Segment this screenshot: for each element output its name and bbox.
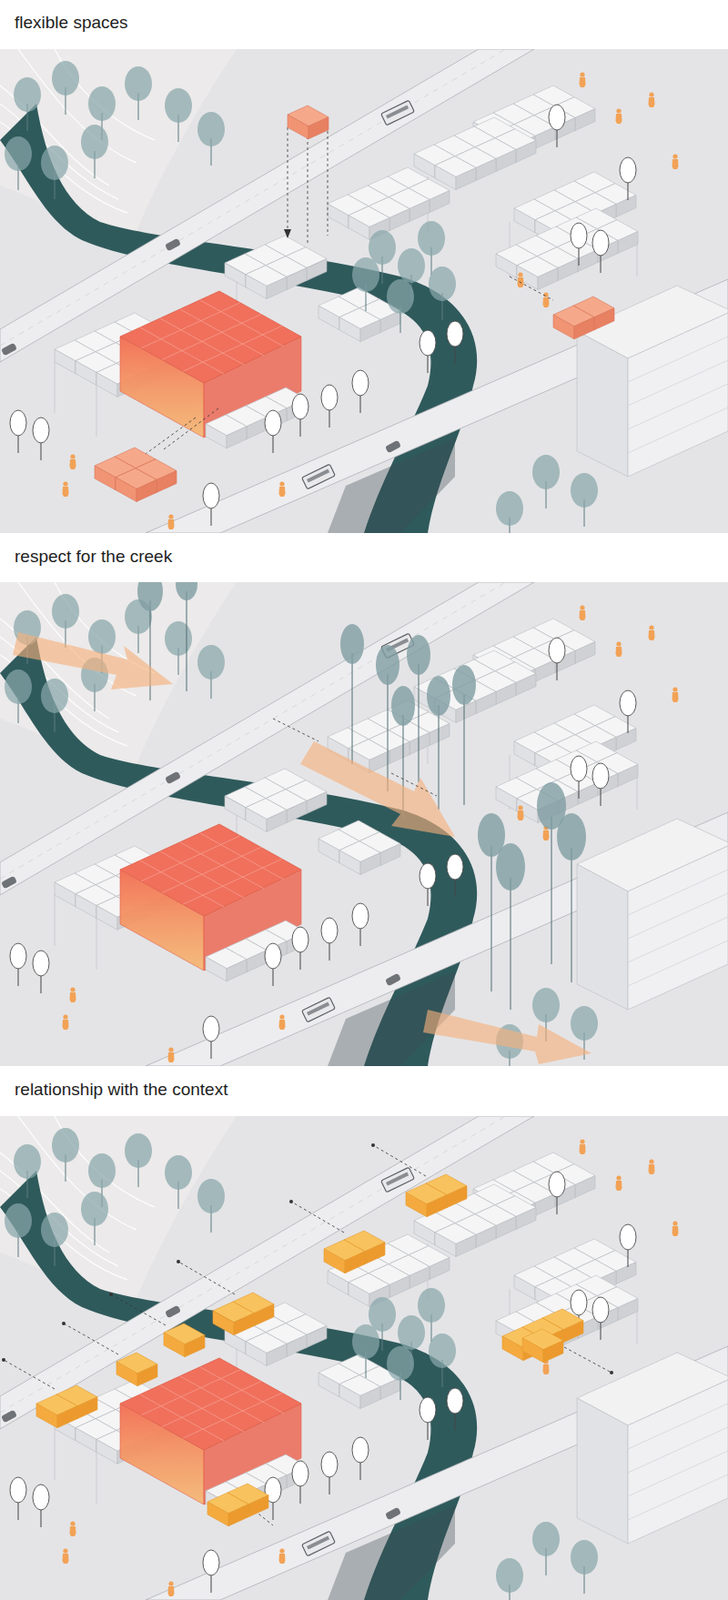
context-overlay [61,1322,66,1326]
context-overlay [163,1324,205,1358]
section-lines [391,773,437,797]
context-overlay [116,1353,158,1387]
context-overlay [371,1143,375,1148]
flexible-overlay [145,417,196,455]
creek-flow-arrows [423,1010,592,1065]
context-overlay [109,1293,113,1297]
tall-tree-crowns [406,635,431,676]
context-overlay [63,1324,119,1355]
flexible-overlay [283,229,292,239]
tall-trees [491,846,493,992]
flexible-spaces-illustration [352,221,456,334]
heading-holder: flexible spaces [14,12,129,34]
flexible-overlay [163,408,219,450]
context-overlay [3,1145,612,1527]
tall-trees [150,591,572,1011]
tall-trees [510,878,512,1011]
tall-tree-crowns [391,686,415,727]
context-illustration [10,1139,679,1598]
tall-tree-crowns [340,624,364,665]
tall-trees [464,694,466,806]
creek-illustration [0,582,728,1067]
tall-trees [551,817,553,965]
context-overlay [609,1371,614,1376]
heading-holder: respect for the creek [14,546,172,568]
flexible-overlay [509,276,554,301]
context-overlay [176,1260,181,1264]
flexible-overlay [94,105,615,503]
context-overlay [207,1493,249,1527]
context-overlay [323,1240,365,1274]
panel-heading: flexible spaces [14,12,129,34]
context-overlay [1,1143,614,1527]
flexible-overlay [115,468,157,503]
context-overlay [3,1360,55,1390]
context-overlay [178,1262,235,1295]
flexible-spaces-illustration [0,49,728,534]
section-lines [273,718,319,742]
flexible-spaces-illustration [0,49,728,534]
tall-tree-crowns [452,665,476,706]
tall-tree-crowns [556,813,587,861]
section-lines [273,718,437,797]
tall-tree-crowns [137,582,587,891]
context-illustration [0,1116,728,1600]
heading-holder: relationship with the context [14,1080,228,1102]
context-overlay [564,1347,612,1374]
context-illustration [0,1116,728,1600]
flexible-overlay [287,105,329,140]
flexible-overlay [287,127,289,236]
creek-flow-arrows [300,741,455,838]
context-overlay [212,1302,254,1336]
context-overlay [373,1145,426,1177]
context-overlay [36,1395,78,1429]
creek-illustration [10,605,679,1063]
tall-trees [438,705,440,810]
context-overlay [1,1358,6,1363]
creek-illustration [0,582,728,1067]
context-overlay [289,1200,294,1204]
tall-tree-crowns [375,645,400,686]
tall-trees [387,674,389,792]
tall-tree-crowns [175,582,198,601]
tall-tree-crowns [426,676,451,717]
flexible-spaces-illustration [10,71,679,530]
context-overlay [291,1202,344,1234]
creek-flow-arrows [12,632,173,690]
flexible-overlay [327,120,329,236]
flexible-overlay [145,120,554,455]
flexible-overlay [307,125,309,245]
context-overlay [522,1329,564,1364]
context-overlay [405,1183,447,1218]
creek-flow-arrows [12,632,592,1065]
tall-trees [418,664,420,783]
tall-trees [186,591,188,692]
flexible-overlay [553,305,595,340]
tall-tree-crowns [137,582,163,612]
panel-heading: respect for the creek [14,546,172,568]
context-overlay [111,1294,166,1326]
context-illustration [352,1288,456,1401]
context-overlay [1,1143,614,1376]
panel-heading: relationship with the context [14,1080,228,1102]
tall-trees [571,848,573,983]
flexible-overlay [94,447,177,503]
tall-tree-crowns [477,813,506,858]
tall-trees [352,653,354,765]
